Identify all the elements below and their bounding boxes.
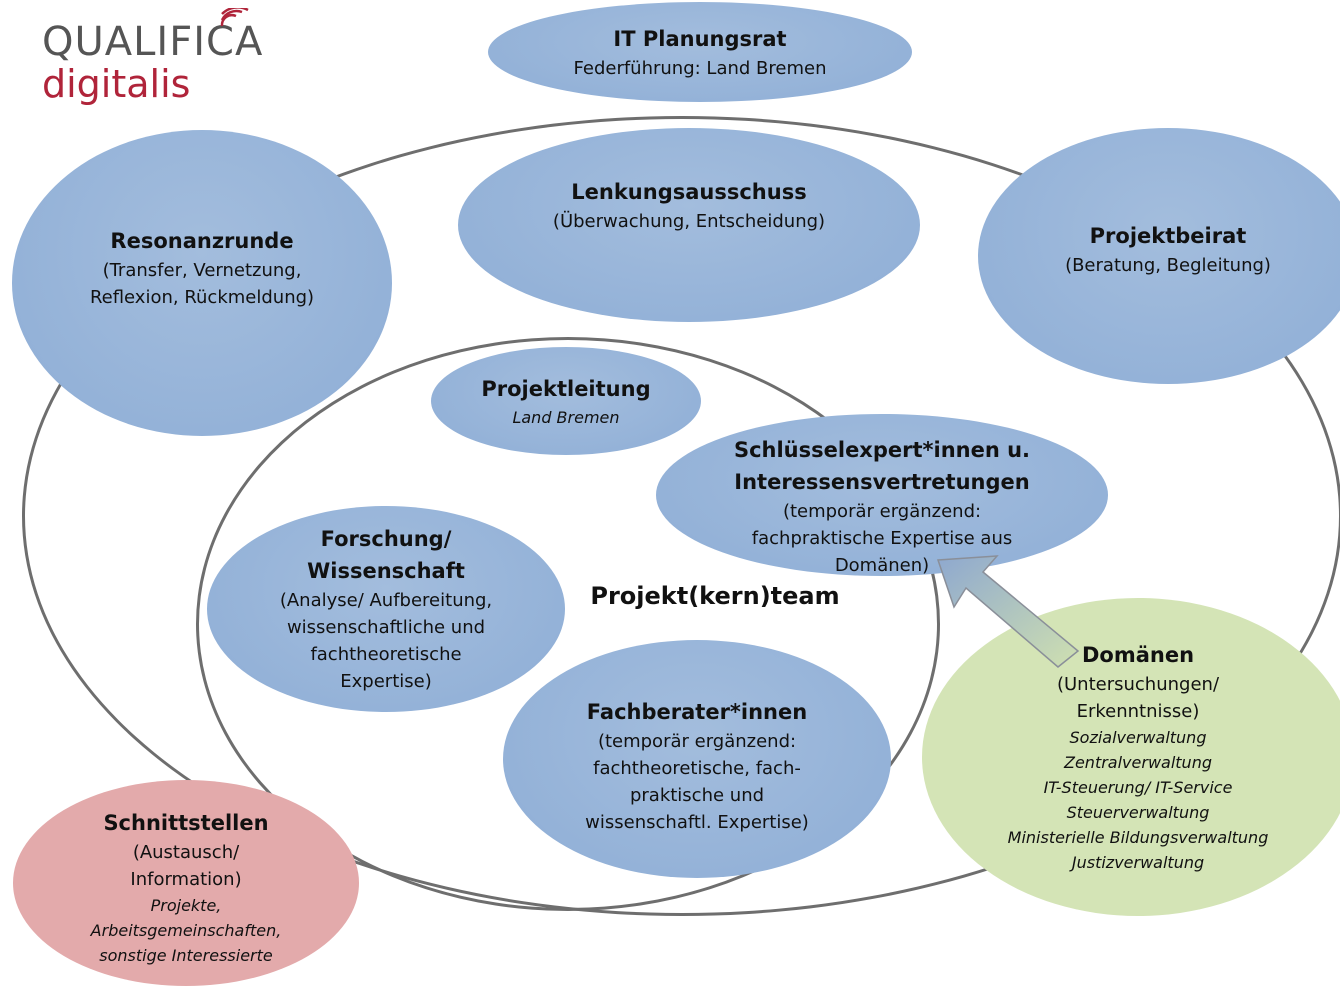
resonanzrunde-node: Resonanzrunde (Transfer, Vernetzung, Ref… [12, 130, 392, 436]
forschung-title-1: Forschung/ [320, 527, 452, 551]
schnittstellen-title: Schnittstellen [103, 810, 269, 835]
schnittstellen-italic-1: Projekte, [150, 895, 222, 915]
forschung-line-1: (Analyse/ Aufbereitung, [279, 590, 493, 611]
fachberater-line-4: wissenschaftl. Expertise) [585, 812, 809, 833]
fachberater-title: Fachberater*innen [586, 700, 808, 724]
domaenen-item: Zentralverwaltung [1064, 753, 1212, 772]
schnittstellen-line-1: (Austausch/ [132, 841, 240, 863]
fachberater-line-2: fachtheoretische, fach- [593, 758, 801, 779]
domaenen-item: IT-Steuerung/ IT-Service [1043, 778, 1233, 797]
forschung-line-4: Expertise) [340, 671, 432, 692]
schluesselexperten-title-1: Schlüsselexpert*innen u. [733, 437, 1031, 462]
it-planungsrat-node: IT Planungsrat Federführung: Land Bremen [488, 2, 912, 102]
projektbeirat-node: Projektbeirat (Beratung, Begleitung) [978, 128, 1340, 384]
resonanzrunde-line-1: (Transfer, Vernetzung, [102, 260, 302, 281]
signal-waves-icon [220, 8, 249, 27]
forschung-node: Forschung/ Wissenschaft (Analyse/ Aufber… [207, 506, 565, 712]
core-team-label: Projekt(kern)team [590, 582, 840, 610]
schluesselexperten-node: Schlüsselexpert*innen u. Interessensvert… [656, 414, 1108, 576]
logo-line-2: digitalis [42, 62, 191, 106]
schnittstellen-italic-3: sonstige Interessierte [99, 945, 273, 965]
resonanzrunde-line-2: Reflexion, Rückmeldung) [89, 287, 315, 308]
forschung-line-2: wissenschaftliche und [286, 617, 486, 638]
projektleitung-subtitle: Land Bremen [512, 407, 620, 427]
forschung-title-2: Wissenschaft [307, 559, 465, 583]
domaenen-item: Sozialverwaltung [1069, 728, 1207, 747]
forschung-line-3: fachtheoretische [310, 644, 462, 665]
projektleitung-title: Projektleitung [481, 376, 651, 401]
projektleitung-node: Projektleitung Land Bremen [431, 347, 701, 455]
logo-line-1: QUALIFICA [42, 19, 264, 65]
fachberater-line-3: praktische und [629, 785, 765, 806]
lenkungsausschuss-title: Lenkungsausschuss [571, 179, 807, 204]
schluesselexperten-line-1: (temporär ergänzend: [782, 500, 982, 522]
schluesselexperten-line-3: Domänen) [834, 554, 930, 576]
it-planungsrat-title: IT Planungsrat [613, 26, 787, 51]
fachberater-node: Fachberater*innen (temporär ergänzend: f… [503, 640, 891, 878]
qualifica-digitalis-logo: QUALIFICA digitalis [42, 8, 264, 106]
domaenen-item: Ministerielle Bildungsverwaltung [1007, 828, 1269, 847]
projektbeirat-subtitle: (Beratung, Begleitung) [1065, 254, 1271, 276]
lenkungsausschuss-subtitle: (Überwachung, Entscheidung) [552, 210, 826, 232]
schnittstellen-italic-2: Arbeitsgemeinschaften, [90, 920, 282, 940]
schnittstellen-node: Schnittstellen (Austausch/ Information) … [13, 780, 359, 986]
domaenen-line-1: (Untersuchungen/ [1056, 674, 1220, 695]
projektbeirat-title: Projektbeirat [1089, 223, 1247, 248]
domaenen-title: Domänen [1081, 643, 1195, 667]
resonanzrunde-title: Resonanzrunde [110, 229, 294, 253]
lenkungsausschuss-node: Lenkungsausschuss (Überwachung, Entschei… [458, 128, 920, 322]
domaenen-node: Domänen (Untersuchungen/ Erkenntnisse) S… [922, 598, 1340, 916]
schluesselexperten-title-2: Interessensvertretungen [734, 469, 1030, 494]
domaenen-line-2: Erkenntnisse) [1076, 701, 1200, 722]
domaenen-item: Justizverwaltung [1071, 853, 1205, 872]
schnittstellen-line-2: Information) [130, 868, 242, 890]
domaenen-item: Steuerverwaltung [1066, 803, 1210, 822]
it-planungsrat-subtitle: Federführung: Land Bremen [573, 57, 827, 79]
fachberater-line-1: (temporär ergänzend: [597, 731, 797, 752]
schluesselexperten-line-2: fachpraktische Expertise aus [751, 527, 1013, 549]
